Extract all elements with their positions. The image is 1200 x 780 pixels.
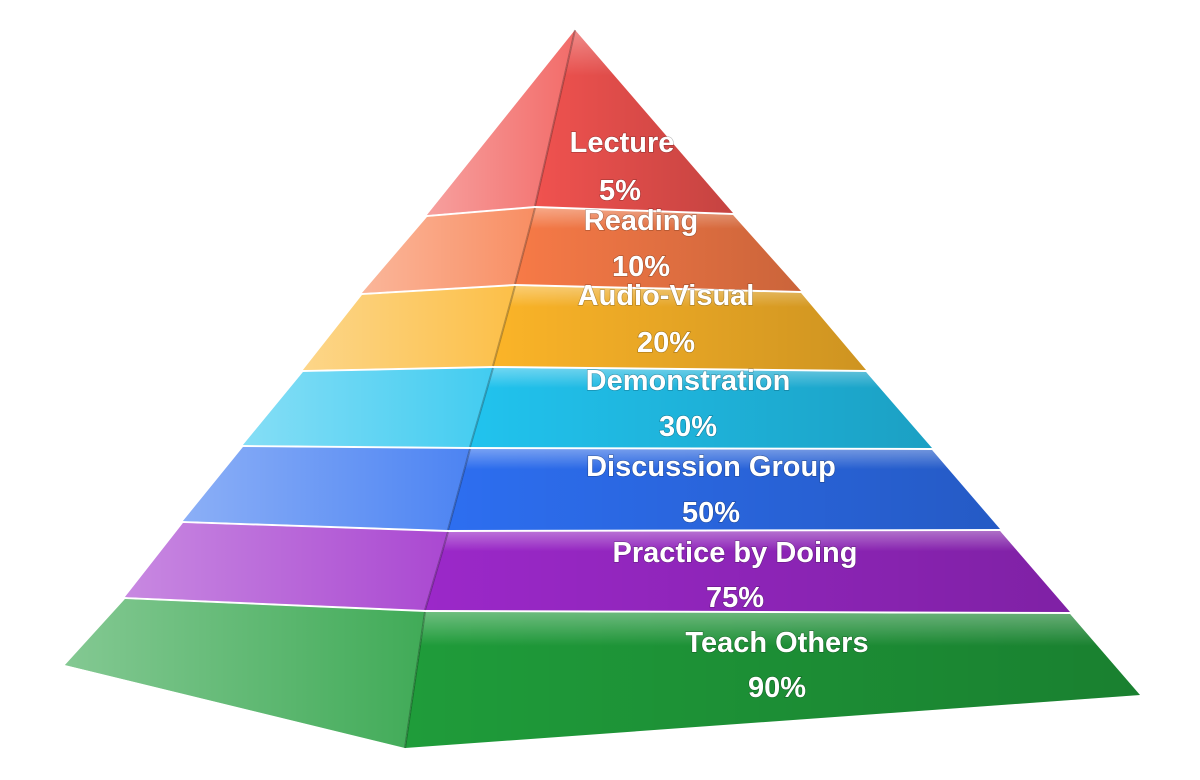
tier-value-label: 75%: [706, 582, 764, 614]
tier-left-highlight: [243, 368, 493, 447]
tier-name-label: Practice by Doing: [613, 537, 858, 569]
pyramid-tier: [362, 207, 801, 293]
tier-left-highlight: [125, 523, 448, 610]
tier-gloss: [493, 286, 866, 370]
tier-value-label: 50%: [682, 497, 740, 529]
tier-name-label: Audio-Visual: [578, 280, 755, 312]
tier-ridge: [404, 611, 426, 749]
tier-name-label: Reading: [584, 205, 698, 237]
tier-value-label: 5%: [599, 175, 641, 207]
tier-left-highlight: [183, 447, 470, 530]
tier-gloss: [448, 449, 1000, 530]
tier-ridge: [514, 207, 536, 285]
tier-gloss: [425, 531, 1070, 612]
tier-gloss: [535, 30, 733, 213]
tier-ridge: [469, 367, 494, 448]
pyramid-tier: [183, 447, 1000, 531]
pyramid-tier: [427, 29, 733, 215]
tier-value-label: 90%: [748, 672, 806, 704]
tier-left-highlight: [427, 30, 575, 215]
tier-gloss: [405, 612, 1140, 748]
pyramid-tier: [125, 523, 1070, 612]
tier-value-label: 30%: [659, 411, 717, 443]
tier-name-label: Demonstration: [586, 365, 791, 397]
tier-gloss: [470, 368, 932, 448]
tier-ridge: [447, 448, 471, 531]
pyramid-tier: [243, 367, 932, 448]
tier-name-label: Teach Others: [685, 627, 868, 659]
tier-name-label: Lecture: [570, 127, 675, 159]
tier-left-highlight: [362, 208, 535, 293]
tier-value-label: 20%: [637, 327, 695, 359]
tier-ridge: [424, 531, 449, 611]
pyramid-tier: [65, 599, 1140, 749]
pyramid-tier: [303, 285, 866, 370]
tier-name-label: Discussion Group: [586, 451, 836, 483]
tier-value-label: 10%: [612, 251, 670, 283]
tier-left-highlight: [303, 286, 515, 370]
tier-ridge: [534, 29, 576, 207]
tier-ridge: [492, 285, 516, 367]
tier-left-highlight: [65, 599, 425, 748]
tier-gloss: [515, 208, 801, 291]
